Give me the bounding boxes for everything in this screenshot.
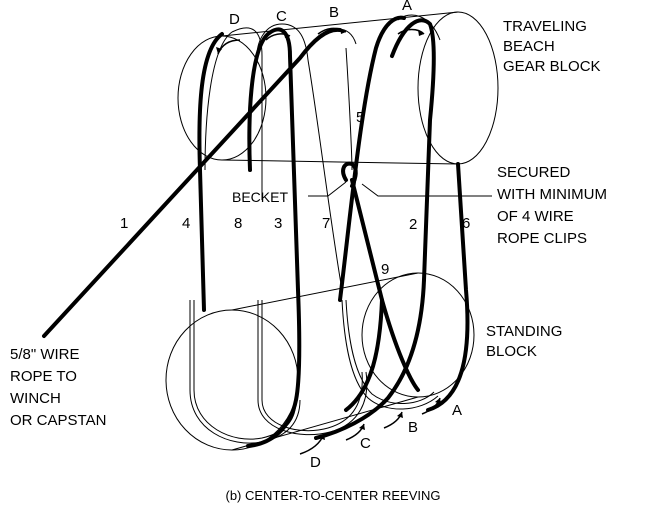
part-number-2: 2	[409, 216, 417, 233]
secured-label-line-1: SECURED	[497, 164, 571, 181]
rope-part-5	[338, 15, 406, 302]
secured-label-line-4: ROPE CLIPS	[497, 230, 587, 247]
top-rotation-arrowheads	[216, 28, 424, 54]
part-number-5: 5	[356, 109, 364, 126]
rope-part-6	[426, 162, 470, 412]
standing-block-label-line-2: BLOCK	[486, 343, 537, 360]
secured-label-line-3: OF 4 WIRE	[497, 208, 574, 225]
traveling-block-label-line-1: TRAVELING	[503, 18, 587, 35]
becket-loop	[341, 161, 358, 188]
rope-part-3	[247, 27, 300, 292]
bottom-rotation-arrowheads	[319, 398, 441, 440]
bottom-sheave-letter-c: C	[360, 435, 371, 452]
wire-rope-label-line-2: ROPE TO	[10, 368, 77, 385]
wire-rope-label-line-3: WINCH	[10, 390, 61, 407]
standing-block-left-end	[165, 309, 299, 451]
top-sheave-letter-b: B	[329, 4, 339, 21]
part-number-7: 7	[322, 215, 330, 232]
secured-label-line-2: WITH MINIMUM	[497, 186, 607, 203]
rope-front-paths	[42, 15, 470, 448]
bottom-sheave-letter-b: B	[408, 419, 418, 436]
wire-rope-label-line-4: OR CAPSTAN	[10, 412, 106, 429]
top-sheave-letter-d: D	[229, 11, 240, 28]
part-number-8: 8	[234, 215, 242, 232]
rope-part-4	[197, 32, 224, 312]
figure-caption: (b) CENTER-TO-CENTER REEVING	[226, 488, 441, 503]
part-number-3: 3	[274, 215, 282, 232]
part-number-9: 9	[381, 261, 389, 278]
bottom-sheave-letter-d: D	[310, 454, 321, 471]
part-number-6: 6	[462, 215, 470, 232]
standing-block	[165, 272, 475, 451]
part-number-4: 4	[182, 215, 190, 232]
rope-part-1	[42, 27, 342, 338]
rope-part-2	[390, 18, 436, 282]
part-number-1: 1	[120, 215, 128, 232]
traveling-block-label-line-2: BEACH	[503, 38, 555, 55]
bottom-sheave-letter-a: A	[452, 402, 462, 419]
traveling-block-label-line-3: GEAR BLOCK	[503, 58, 601, 75]
standing-block-label-line-1: STANDING	[486, 323, 562, 340]
becket-label: BECKET	[232, 189, 288, 205]
top-sheave-letter-a: A	[402, 0, 412, 14]
becket-pointer	[308, 181, 492, 197]
wire-rope-label-line-1: 5/8" WIRE	[10, 346, 80, 363]
top-sheave-letter-c: C	[276, 8, 287, 25]
